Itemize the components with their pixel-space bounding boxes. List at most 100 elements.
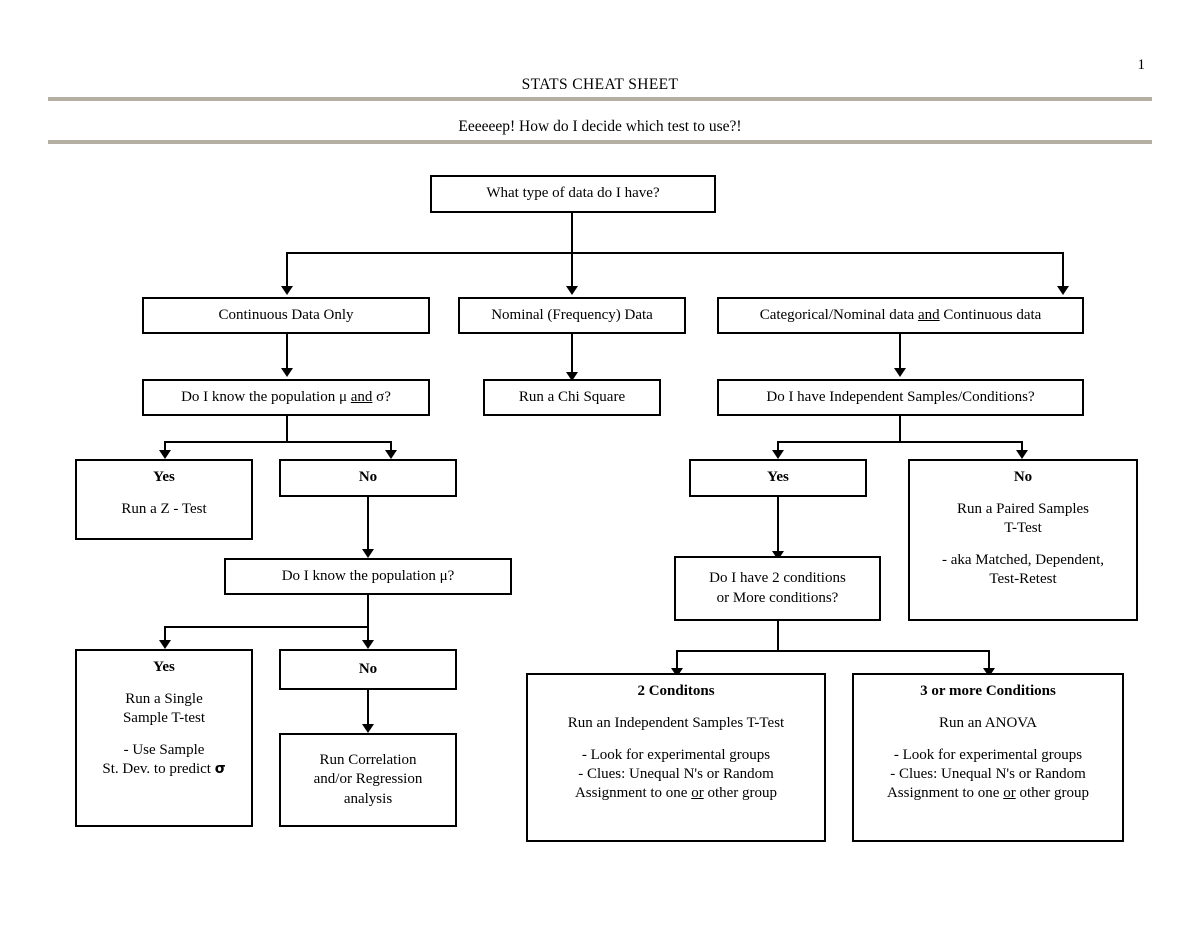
node-two-conditions-note2: - Clues: Unequal N's or Random: [578, 766, 774, 783]
connector-independent-yes-drop: [777, 441, 779, 453]
connector-conditions-bus: [676, 650, 988, 652]
node-continuous-data[interactable]: Continuous Data Only: [142, 297, 430, 334]
arrow-three-conditions: [983, 668, 995, 677]
node-no-ztest[interactable]: No: [279, 459, 457, 497]
node-yes-single-line3: - Use Sample: [123, 742, 205, 759]
connector-knowmu-bus: [164, 626, 369, 628]
node-know-mu-text: Do I know the population μ?: [281, 567, 455, 584]
connector-musigma-no-drop: [390, 441, 392, 453]
connector-root-mid-drop: [571, 252, 573, 288]
connector-continuous-down: [286, 334, 288, 370]
arrow-know-mu: [362, 549, 374, 558]
node-no-correlation-label: No: [358, 660, 378, 677]
node-chi-square[interactable]: Run a Chi Square: [483, 379, 661, 416]
node-know-mu[interactable]: Do I know the population μ?: [224, 558, 512, 595]
connector-conditions-down: [777, 621, 779, 651]
node-run-correlation-line2: and/or Regression: [313, 771, 423, 788]
node-two-conditions[interactable]: 2 Conditons Run an Independent Samples T…: [526, 673, 826, 842]
page-number: 1: [1137, 57, 1146, 73]
node-three-or-more-conditions[interactable]: 3 or more Conditions Run an ANOVA - Look…: [852, 673, 1124, 842]
node-yes-single-sample[interactable]: Yes Run a Single Sample T-test - Use Sam…: [75, 649, 253, 827]
node-two-conditions-heading: 2 Conditons: [637, 683, 715, 699]
connector-independent-down: [899, 416, 901, 442]
arrow-yes-ztest: [159, 450, 171, 459]
arrow-yes-independent: [772, 450, 784, 459]
node-num-conditions-line1: Do I have 2 conditions: [709, 570, 846, 587]
node-independent-samples[interactable]: Do I have Independent Samples/Conditions…: [717, 379, 1084, 416]
arrow-chi-square: [566, 372, 578, 381]
node-three-conditions-note3: Assignment to one or other group: [886, 785, 1090, 802]
node-two-conditions-note1: - Look for experimental groups: [581, 746, 771, 763]
arrow-continuous: [281, 286, 293, 295]
node-three-conditions-note1: - Look for experimental groups: [893, 746, 1083, 763]
node-run-correlation[interactable]: Run Correlation and/or Regression analys…: [279, 733, 457, 827]
node-nominal-data-text: Nominal (Frequency) Data: [491, 306, 653, 323]
arrow-independent: [894, 368, 906, 377]
connector-knowmu-no-drop: [367, 626, 369, 642]
node-root[interactable]: What type of data do I have?: [430, 175, 716, 213]
connector-conditions-left-drop: [676, 650, 678, 670]
node-yes-ztest[interactable]: Yes Run a Z - Test: [75, 459, 253, 540]
connector-root-right-drop: [1062, 252, 1064, 288]
arrow-nominal: [566, 286, 578, 295]
node-two-conditions-note3: Assignment to one or other group: [574, 785, 778, 802]
arrow-yes-single-sample: [159, 640, 171, 649]
node-yes-ztest-label: Yes: [153, 469, 175, 485]
connector-independent-no-drop: [1021, 441, 1023, 453]
node-know-mu-sigma[interactable]: Do I know the population μ and σ?: [142, 379, 430, 416]
arrow-no-ztest: [385, 450, 397, 459]
page-subtitle: Eeeeeep! How do I decide which test to u…: [458, 118, 742, 135]
arrow-no-correlation: [362, 640, 374, 649]
page-title: STATS CHEAT SHEET: [521, 76, 679, 93]
node-yes-single-line4: St. Dev. to predict σ: [102, 761, 226, 778]
node-two-conditions-result: Run an Independent Samples T-Test: [567, 714, 785, 731]
connector-knowmu-yes-drop: [164, 626, 166, 642]
connector-mixed-down: [899, 334, 901, 370]
node-no-paired-line2: T-Test: [1004, 520, 1042, 537]
arrow-mixed: [1057, 286, 1069, 295]
node-yes-single-sample-label: Yes: [153, 659, 175, 675]
node-no-ztest-label: No: [358, 469, 378, 486]
node-yes-ztest-body: Run a Z - Test: [121, 500, 207, 517]
arrow-no-independent: [1016, 450, 1028, 459]
connector-root-left-drop: [286, 252, 288, 288]
connector-nominal-down: [571, 334, 573, 374]
node-chi-square-text: Run a Chi Square: [518, 388, 626, 405]
node-nominal-data[interactable]: Nominal (Frequency) Data: [458, 297, 686, 334]
node-three-conditions-heading: 3 or more Conditions: [920, 683, 1056, 699]
node-yes-independent[interactable]: Yes: [689, 459, 867, 497]
arrow-correlation: [362, 724, 374, 733]
node-no-correlation-label-box[interactable]: No: [279, 649, 457, 690]
node-yes-independent-label: Yes: [767, 469, 789, 486]
connector-musigma-bus: [164, 441, 392, 443]
connector-musigma-yes-drop: [164, 441, 166, 453]
node-no-paired-samples-label: No: [1013, 469, 1033, 485]
node-mixed-data-text: Categorical/Nominal data and Continuous …: [759, 306, 1042, 323]
header-rule-top: [48, 97, 1152, 101]
node-no-paired-samples[interactable]: No Run a Paired Samples T-Test - aka Mat…: [908, 459, 1138, 621]
node-three-conditions-result: Run an ANOVA: [938, 714, 1038, 731]
node-no-paired-line3: - aka Matched, Dependent,: [941, 552, 1104, 569]
node-num-conditions-line2: or More conditions?: [716, 589, 839, 606]
node-no-paired-line4: Test-Retest: [989, 571, 1057, 588]
node-no-paired-line1: Run a Paired Samples: [956, 500, 1090, 517]
node-independent-samples-text: Do I have Independent Samples/Conditions…: [766, 388, 1035, 405]
connector-conditions-right-drop: [988, 650, 990, 670]
node-continuous-data-text: Continuous Data Only: [218, 306, 354, 323]
node-yes-single-line2: Sample T-test: [122, 710, 206, 727]
header-rule-bottom: [48, 140, 1152, 144]
node-root-text: What type of data do I have?: [486, 185, 660, 202]
arrow-conditions: [772, 551, 784, 560]
connector-root-bus: [286, 252, 1063, 254]
connector-knowmu-down: [367, 595, 369, 627]
node-num-conditions[interactable]: Do I have 2 conditions or More condition…: [674, 556, 881, 621]
connector-no2-down: [367, 690, 369, 726]
connector-independent-bus: [777, 441, 1022, 443]
node-run-correlation-line1: Run Correlation: [319, 752, 417, 769]
connector-musigma-down: [286, 416, 288, 442]
connector-yes-independent-down: [777, 497, 779, 553]
node-three-conditions-note2: - Clues: Unequal N's or Random: [890, 766, 1086, 783]
connector-root-down: [571, 212, 573, 253]
node-mixed-data[interactable]: Categorical/Nominal data and Continuous …: [717, 297, 1084, 334]
